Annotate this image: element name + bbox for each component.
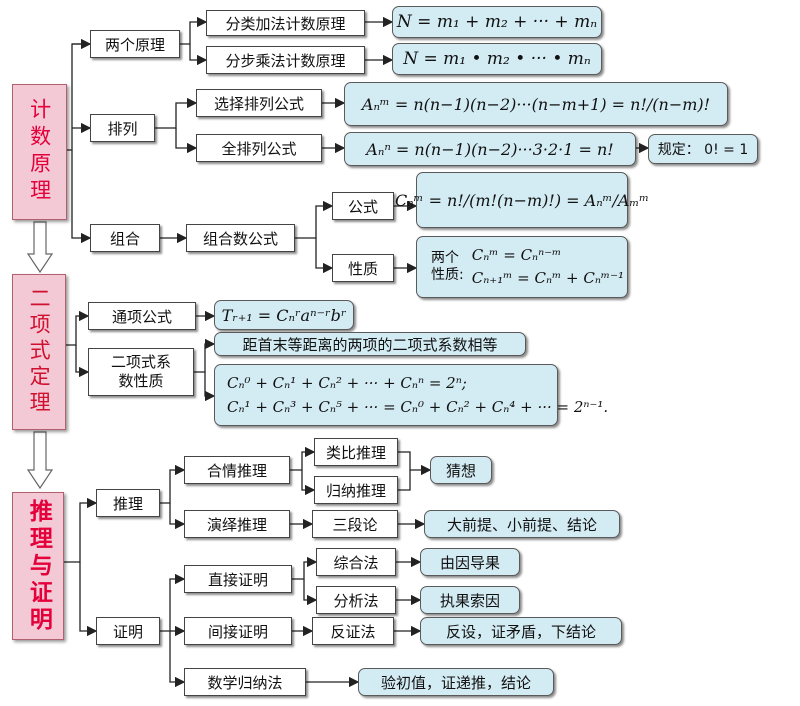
topic-binomial-theorem: 二项式定理 — [12, 274, 66, 430]
node-coefficient-properties: 二项式系 数性质 — [88, 348, 194, 396]
topic-binomial-label: 二项式定理 — [27, 287, 52, 417]
node-conjecture: 猜想 — [430, 456, 492, 484]
node-contradiction-desc: 反设，证矛盾，下结论 — [420, 617, 622, 645]
node-equidistant-coefficients: 距首末等距离的两项的二项式系数相等 — [214, 332, 526, 356]
formula-multiplication: N = m₁ • m₂ • ··· • mₙ — [392, 43, 602, 75]
node-proof-by-contradiction: 反证法 — [312, 617, 394, 645]
node-analytic-desc: 执果索因 — [420, 586, 520, 614]
node-mathematical-induction: 数学归纳法 — [184, 668, 306, 696]
sum-formula-1: Cₙ⁰ + Cₙ¹ + Cₙ² + ··· + Cₙⁿ = 2ⁿ; — [227, 374, 467, 392]
node-plausible-reasoning: 合情推理 — [184, 456, 290, 484]
formula-selection-perm: Aₙᵐ = n(n−1)(n−2)···(n−m+1) = n!/(n−m)! — [344, 82, 728, 126]
formula-coefficient-sums: Cₙ⁰ + Cₙ¹ + Cₙ² + ··· + Cₙⁿ = 2ⁿ; Cₙ¹ + … — [214, 364, 608, 426]
flow-arrows — [26, 221, 54, 490]
node-synthetic-method: 综合法 — [316, 548, 396, 576]
node-two-principles: 两个原理 — [90, 30, 180, 58]
node-inference: 推理 — [96, 489, 160, 517]
formula-addition: N = m₁ + m₂ + ··· + mₙ — [392, 6, 602, 38]
node-analogy: 类比推理 — [314, 438, 398, 466]
coef-props-line2: 数性质 — [118, 372, 164, 390]
node-deductive-reasoning: 演绎推理 — [184, 510, 290, 538]
node-multiplication-principle: 分步乘法计数原理 — [206, 46, 365, 74]
node-addition-principle: 分类加法计数原理 — [206, 10, 365, 36]
sum-formula-2: Cₙ¹ + Cₙ³ + Cₙ⁵ + ··· = Cₙ⁰ + Cₙ² + Cₙ⁴ … — [227, 398, 609, 416]
node-syllogism-desc: 大前提、小前提、结论 — [424, 510, 620, 538]
node-full-perm-label: 全排列公式 — [196, 134, 322, 162]
node-combination-formula-label: 组合数公式 — [186, 224, 295, 252]
node-induction-desc: 验初值，证递推，结论 — [358, 668, 554, 696]
node-direct-proof: 直接证明 — [184, 565, 292, 593]
node-syllogism: 三段论 — [312, 510, 398, 538]
two-properties-label-2: 性质: — [431, 267, 464, 283]
topic-reasoning-proof: 推理与证明 — [12, 492, 64, 640]
topic-counting-principles: 计数原理 — [12, 84, 67, 220]
node-convention-zero-factorial: 规定： 0! = 1 — [648, 134, 758, 164]
coef-props-line1: 二项式系 — [110, 353, 171, 372]
topic-counting-label: 计数原理 — [27, 98, 52, 206]
property-symmetry: Cₙᵐ = Cₙⁿ⁻ᵐ — [471, 245, 562, 264]
node-formula: 公式 — [332, 192, 394, 220]
two-properties-label-1: 两个 — [431, 249, 459, 266]
property-pascal: Cₙ₊₁ᵐ = Cₙᵐ + Cₙᵐ⁻¹ — [471, 269, 625, 287]
node-induction: 归纳推理 — [314, 476, 398, 504]
topic-reasoning-label: 推理与证明 — [25, 498, 52, 634]
formula-general-term: Tᵣ₊₁ = Cₙʳaⁿ⁻ʳbʳ — [214, 300, 354, 330]
node-synthetic-desc: 由因导果 — [420, 548, 520, 576]
formula-combination-properties: 两个 性质: Cₙᵐ = Cₙⁿ⁻ᵐ Cₙ₊₁ᵐ = Cₙᵐ + Cₙᵐ⁻¹ — [416, 236, 628, 298]
node-analytic-method: 分析法 — [316, 586, 396, 614]
node-selection-perm-label: 选择排列公式 — [196, 89, 322, 117]
node-permutation: 排列 — [90, 114, 155, 142]
node-property: 性质 — [332, 254, 394, 282]
node-general-term: 通项公式 — [88, 302, 196, 330]
formula-full-perm: Aₙⁿ = n(n−1)(n−2)···3·2·1 = n! — [344, 132, 636, 166]
node-indirect-proof: 间接证明 — [184, 617, 292, 645]
formula-combination: Cₙᵐ = n!/(m!(n−m)!) = Aₙᵐ/Aₘᵐ — [395, 172, 649, 228]
node-proof: 证明 — [96, 617, 160, 645]
node-combination: 组合 — [90, 224, 160, 252]
